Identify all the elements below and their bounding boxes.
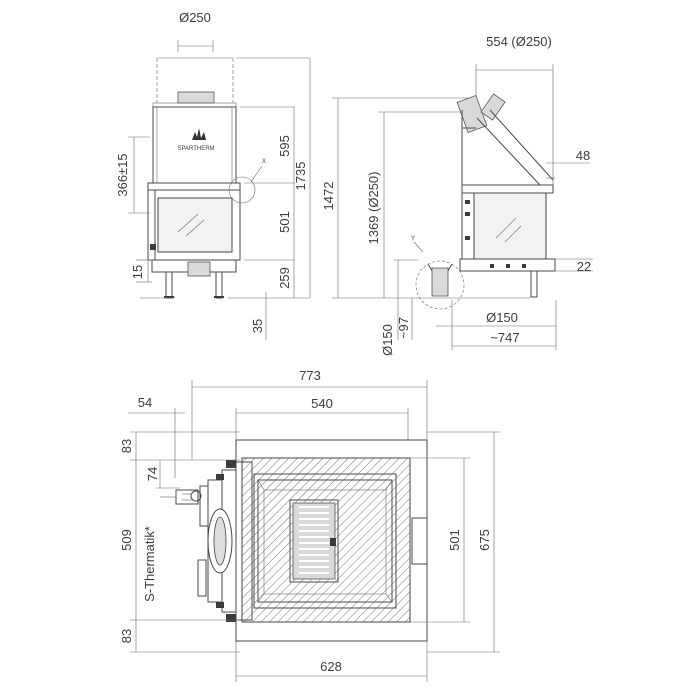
upper-casing (152, 106, 237, 184)
right-dim-35: 35 (250, 319, 265, 333)
side-dim-1472: 1472 (321, 182, 336, 211)
detail-x-circle (228, 176, 256, 204)
plan-dim-74: 74 (145, 467, 160, 481)
side-dim-1369: 1369 (Ø250) (366, 172, 381, 245)
right-dim-501: 501 (277, 211, 292, 233)
flue-socket (177, 91, 215, 104)
flue-elbow (456, 95, 488, 133)
front-glass (157, 197, 233, 253)
plan-dim-501: 501 (447, 529, 462, 551)
plan-dim-675: 675 (477, 529, 492, 551)
plan-dim-540: 540 (311, 396, 333, 411)
side-view: 554 (Ø250) 1472 1369 (Ø250) 48 (321, 34, 593, 356)
detail-y-mark: Y (411, 236, 415, 242)
side-top-dim: 554 (Ø250) (486, 34, 552, 49)
brand-label: SPARTHERM (177, 146, 214, 152)
plan-dim-83-bottom: 83 (119, 629, 134, 643)
right-dim-595: 595 (277, 135, 292, 157)
detail-x-mark: X (262, 159, 266, 165)
side-dim-o150-left: Ø150 (380, 324, 395, 356)
side-dim-97: ~97 (396, 317, 411, 339)
plan-dim-509: 509 (119, 529, 134, 551)
side-glass (473, 192, 547, 260)
plan-dim-54: 54 (138, 395, 152, 410)
side-dim-o150-bottom: Ø150 (486, 310, 518, 325)
left-dim-366: 366±15 (115, 153, 130, 196)
detail-y-circle (415, 260, 465, 310)
right-dim-1735: 1735 (293, 162, 308, 191)
s-thermatik-label: S-Thermatik* (142, 526, 157, 602)
grate (289, 499, 339, 583)
s-thermatik-unit (175, 489, 199, 505)
brand-flame-icon (192, 128, 206, 140)
plan-dim-83-top: 83 (119, 439, 134, 453)
plan-dim-773: 773 (299, 368, 321, 383)
side-dim-48: 48 (576, 148, 590, 163)
side-dim-747: ~747 (490, 330, 519, 345)
flue-diameter-label: Ø250 (179, 10, 211, 25)
plan-dim-628: 628 (320, 659, 342, 674)
left-dim-15: 15 (130, 265, 145, 279)
side-dim-22: 22 (577, 259, 591, 274)
front-view: Ø250 SPARTHERM X (115, 10, 311, 340)
right-dim-259: 259 (277, 267, 292, 289)
plan-view: 773 54 540 (119, 368, 500, 682)
